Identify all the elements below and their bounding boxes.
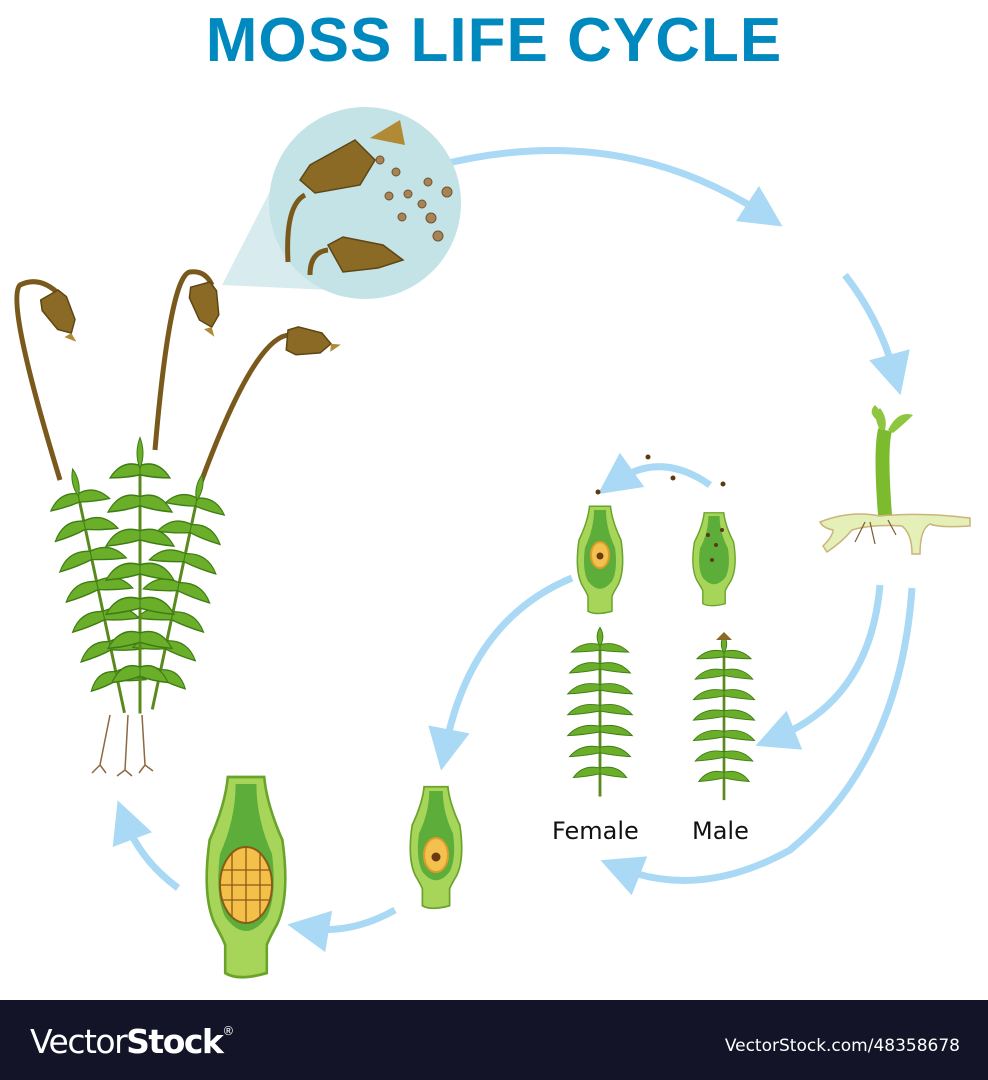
male-label: Male bbox=[692, 817, 749, 845]
brand-bold: Stock bbox=[126, 1022, 224, 1061]
female-gametophyte bbox=[566, 625, 634, 798]
brand-light: Vector bbox=[30, 1022, 128, 1061]
cycle-arrows bbox=[112, 147, 916, 953]
protonema-illustration bbox=[818, 405, 971, 555]
zygote-illustration bbox=[409, 785, 463, 910]
female-label: Female bbox=[552, 817, 639, 845]
registered-mark: ® bbox=[222, 1024, 234, 1038]
archegonium-fertilization bbox=[576, 505, 624, 615]
footer-bar: VectorStock® VectorStock.com/48358678 bbox=[0, 1000, 988, 1080]
page-title: MOSS LIFE CYCLE bbox=[205, 6, 783, 75]
life-cycle-diagram bbox=[14, 107, 971, 979]
embryo-illustration bbox=[205, 775, 287, 979]
spore-release-illustration bbox=[222, 107, 461, 299]
mature-sporophyte-illustration bbox=[14, 269, 343, 777]
sperm-cells bbox=[595, 454, 726, 495]
vectorstock-logo[interactable]: VectorStock® bbox=[30, 1022, 234, 1061]
antheridium bbox=[692, 512, 736, 607]
male-gametophyte bbox=[692, 633, 756, 802]
image-reference: VectorStock.com/48358678 bbox=[724, 1036, 960, 1056]
